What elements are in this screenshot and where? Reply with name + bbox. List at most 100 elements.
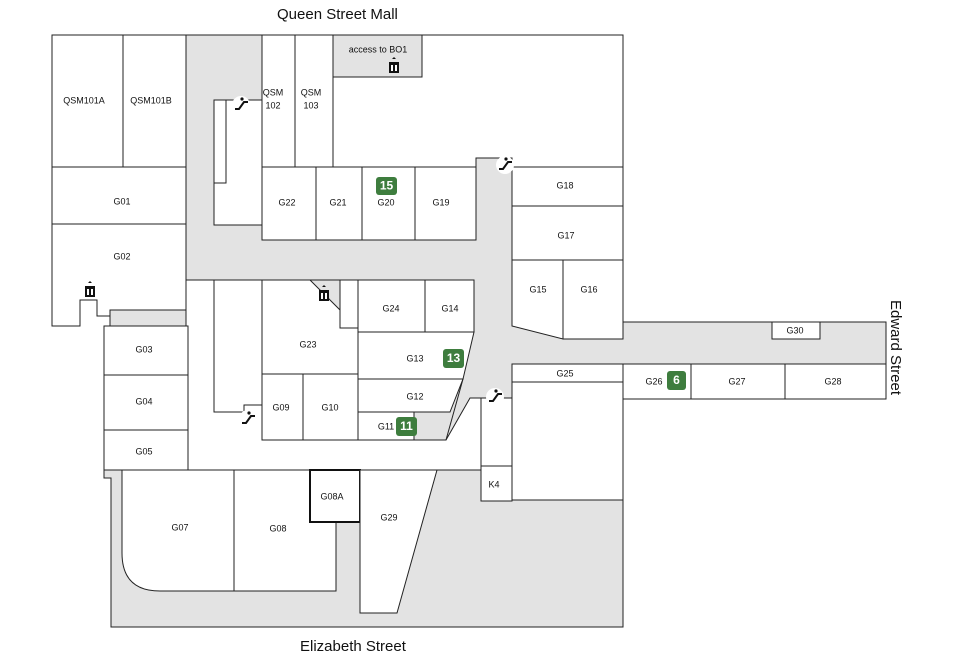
shop-g18[interactable] (511, 166, 624, 207)
right-upper-block (511, 166, 821, 340)
badge-13[interactable]: 13 (443, 349, 464, 368)
badge-11-text: 11 (400, 419, 413, 433)
label-g08a: G08A (320, 491, 343, 501)
shop-g07[interactable] (121, 469, 235, 592)
label-g25: G25 (556, 368, 573, 378)
access-bo1-area[interactable] (332, 34, 423, 78)
shop-g10[interactable] (302, 373, 359, 441)
bottom-block (121, 469, 438, 614)
label-k4: K4 (488, 479, 499, 489)
badge-6-text: 6 (673, 373, 680, 387)
shop-g15[interactable] (511, 259, 564, 340)
label-g19: G19 (432, 197, 449, 207)
label-g08: G08 (269, 523, 286, 533)
label-g17: G17 (557, 230, 574, 240)
shop-g17[interactable] (511, 205, 624, 261)
badge-13-text: 13 (447, 351, 461, 365)
label-g13: G13 (406, 353, 423, 363)
shop-g02[interactable] (51, 223, 187, 327)
shop-g24[interactable] (357, 279, 426, 333)
escalator-icon[interactable] (232, 96, 250, 114)
label-g04: G04 (135, 396, 152, 406)
label-g03: G03 (135, 344, 152, 354)
street-label-east: Edward Street (887, 300, 904, 396)
escalators (232, 96, 514, 428)
label-g12: G12 (406, 391, 423, 401)
escalator-area-east (480, 397, 513, 467)
top-middle-block (213, 34, 624, 241)
label-qsm102-line2: 102 (265, 100, 280, 110)
label-qsm102-line1: QSM (263, 87, 284, 97)
badge-15-text: 15 (380, 179, 394, 193)
shop-g05[interactable] (103, 429, 189, 471)
centre-island (213, 279, 475, 441)
shop-g12[interactable] (357, 378, 464, 413)
shop-labels: QSM101A QSM101B QSM 102 QSM 103 access t… (63, 44, 841, 533)
shop-g08a[interactable] (309, 469, 361, 523)
shop-g16[interactable] (562, 259, 624, 340)
shop-g09[interactable] (261, 373, 304, 441)
shop-qsm102[interactable] (261, 34, 296, 168)
label-qsm101a: QSM101A (63, 95, 105, 105)
escalator-icon[interactable] (496, 156, 514, 174)
lifts (85, 57, 399, 301)
badge-15[interactable]: 15 (376, 177, 397, 195)
street-label-north: Queen Street Mall (277, 6, 398, 23)
shop-g01[interactable] (51, 166, 187, 225)
label-access-bo1: access to BO1 (349, 44, 408, 54)
left-block (51, 34, 189, 471)
shop-g21[interactable] (315, 166, 363, 241)
label-g27: G27 (728, 376, 745, 386)
label-g26: G26 (645, 376, 662, 386)
escalator-well-north (213, 99, 227, 184)
escalator-area-centre (213, 279, 263, 413)
label-g30: G30 (786, 325, 803, 335)
shop-g03[interactable] (103, 325, 189, 376)
label-g28: G28 (824, 376, 841, 386)
label-g01: G01 (113, 196, 130, 206)
shop-qsm103[interactable] (294, 34, 334, 168)
label-g02: G02 (113, 251, 130, 261)
label-g22: G22 (278, 197, 295, 207)
shop-g27[interactable] (690, 363, 786, 400)
escalator-icon[interactable] (239, 410, 257, 428)
label-g11: G11 (378, 421, 394, 431)
shop-g19[interactable] (414, 166, 477, 241)
shop-g04[interactable] (103, 374, 189, 431)
label-qsm103-line2: 103 (303, 100, 318, 110)
label-g15: G15 (529, 284, 546, 294)
shop-g28[interactable] (784, 363, 887, 400)
escalator-icon[interactable] (486, 388, 504, 406)
shop-g30[interactable] (771, 321, 821, 340)
label-g20: G20 (377, 197, 394, 207)
street-label-south: Elizabeth Street (300, 638, 406, 655)
shop-k4[interactable] (480, 465, 513, 502)
shop-g29[interactable] (359, 469, 438, 614)
label-g10: G10 (321, 402, 338, 412)
label-g14: G14 (441, 303, 458, 313)
label-g18: G18 (556, 180, 573, 190)
badges: 15 13 11 6 (376, 177, 686, 436)
badge-11[interactable]: 11 (396, 417, 417, 436)
shop-lower-block (511, 381, 624, 501)
lift-icon[interactable] (389, 57, 399, 73)
label-qsm101b: QSM101B (130, 95, 172, 105)
label-g24: G24 (382, 303, 399, 313)
label-g07: G07 (171, 522, 188, 532)
label-g09: G09 (272, 402, 289, 412)
label-g23: G23 (299, 339, 316, 349)
shop-g22[interactable] (261, 166, 317, 241)
label-g29: G29 (380, 512, 397, 522)
label-g16: G16 (580, 284, 597, 294)
right-lower-block (480, 363, 887, 502)
lift-icon[interactable] (85, 281, 95, 297)
shop-g14[interactable] (424, 279, 475, 333)
island-edge (414, 378, 464, 441)
lift-icon[interactable] (319, 285, 329, 301)
shop-g23[interactable] (261, 279, 359, 375)
label-qsm103-line1: QSM (301, 87, 322, 97)
badge-6[interactable]: 6 (667, 371, 686, 390)
label-g05: G05 (135, 446, 152, 456)
